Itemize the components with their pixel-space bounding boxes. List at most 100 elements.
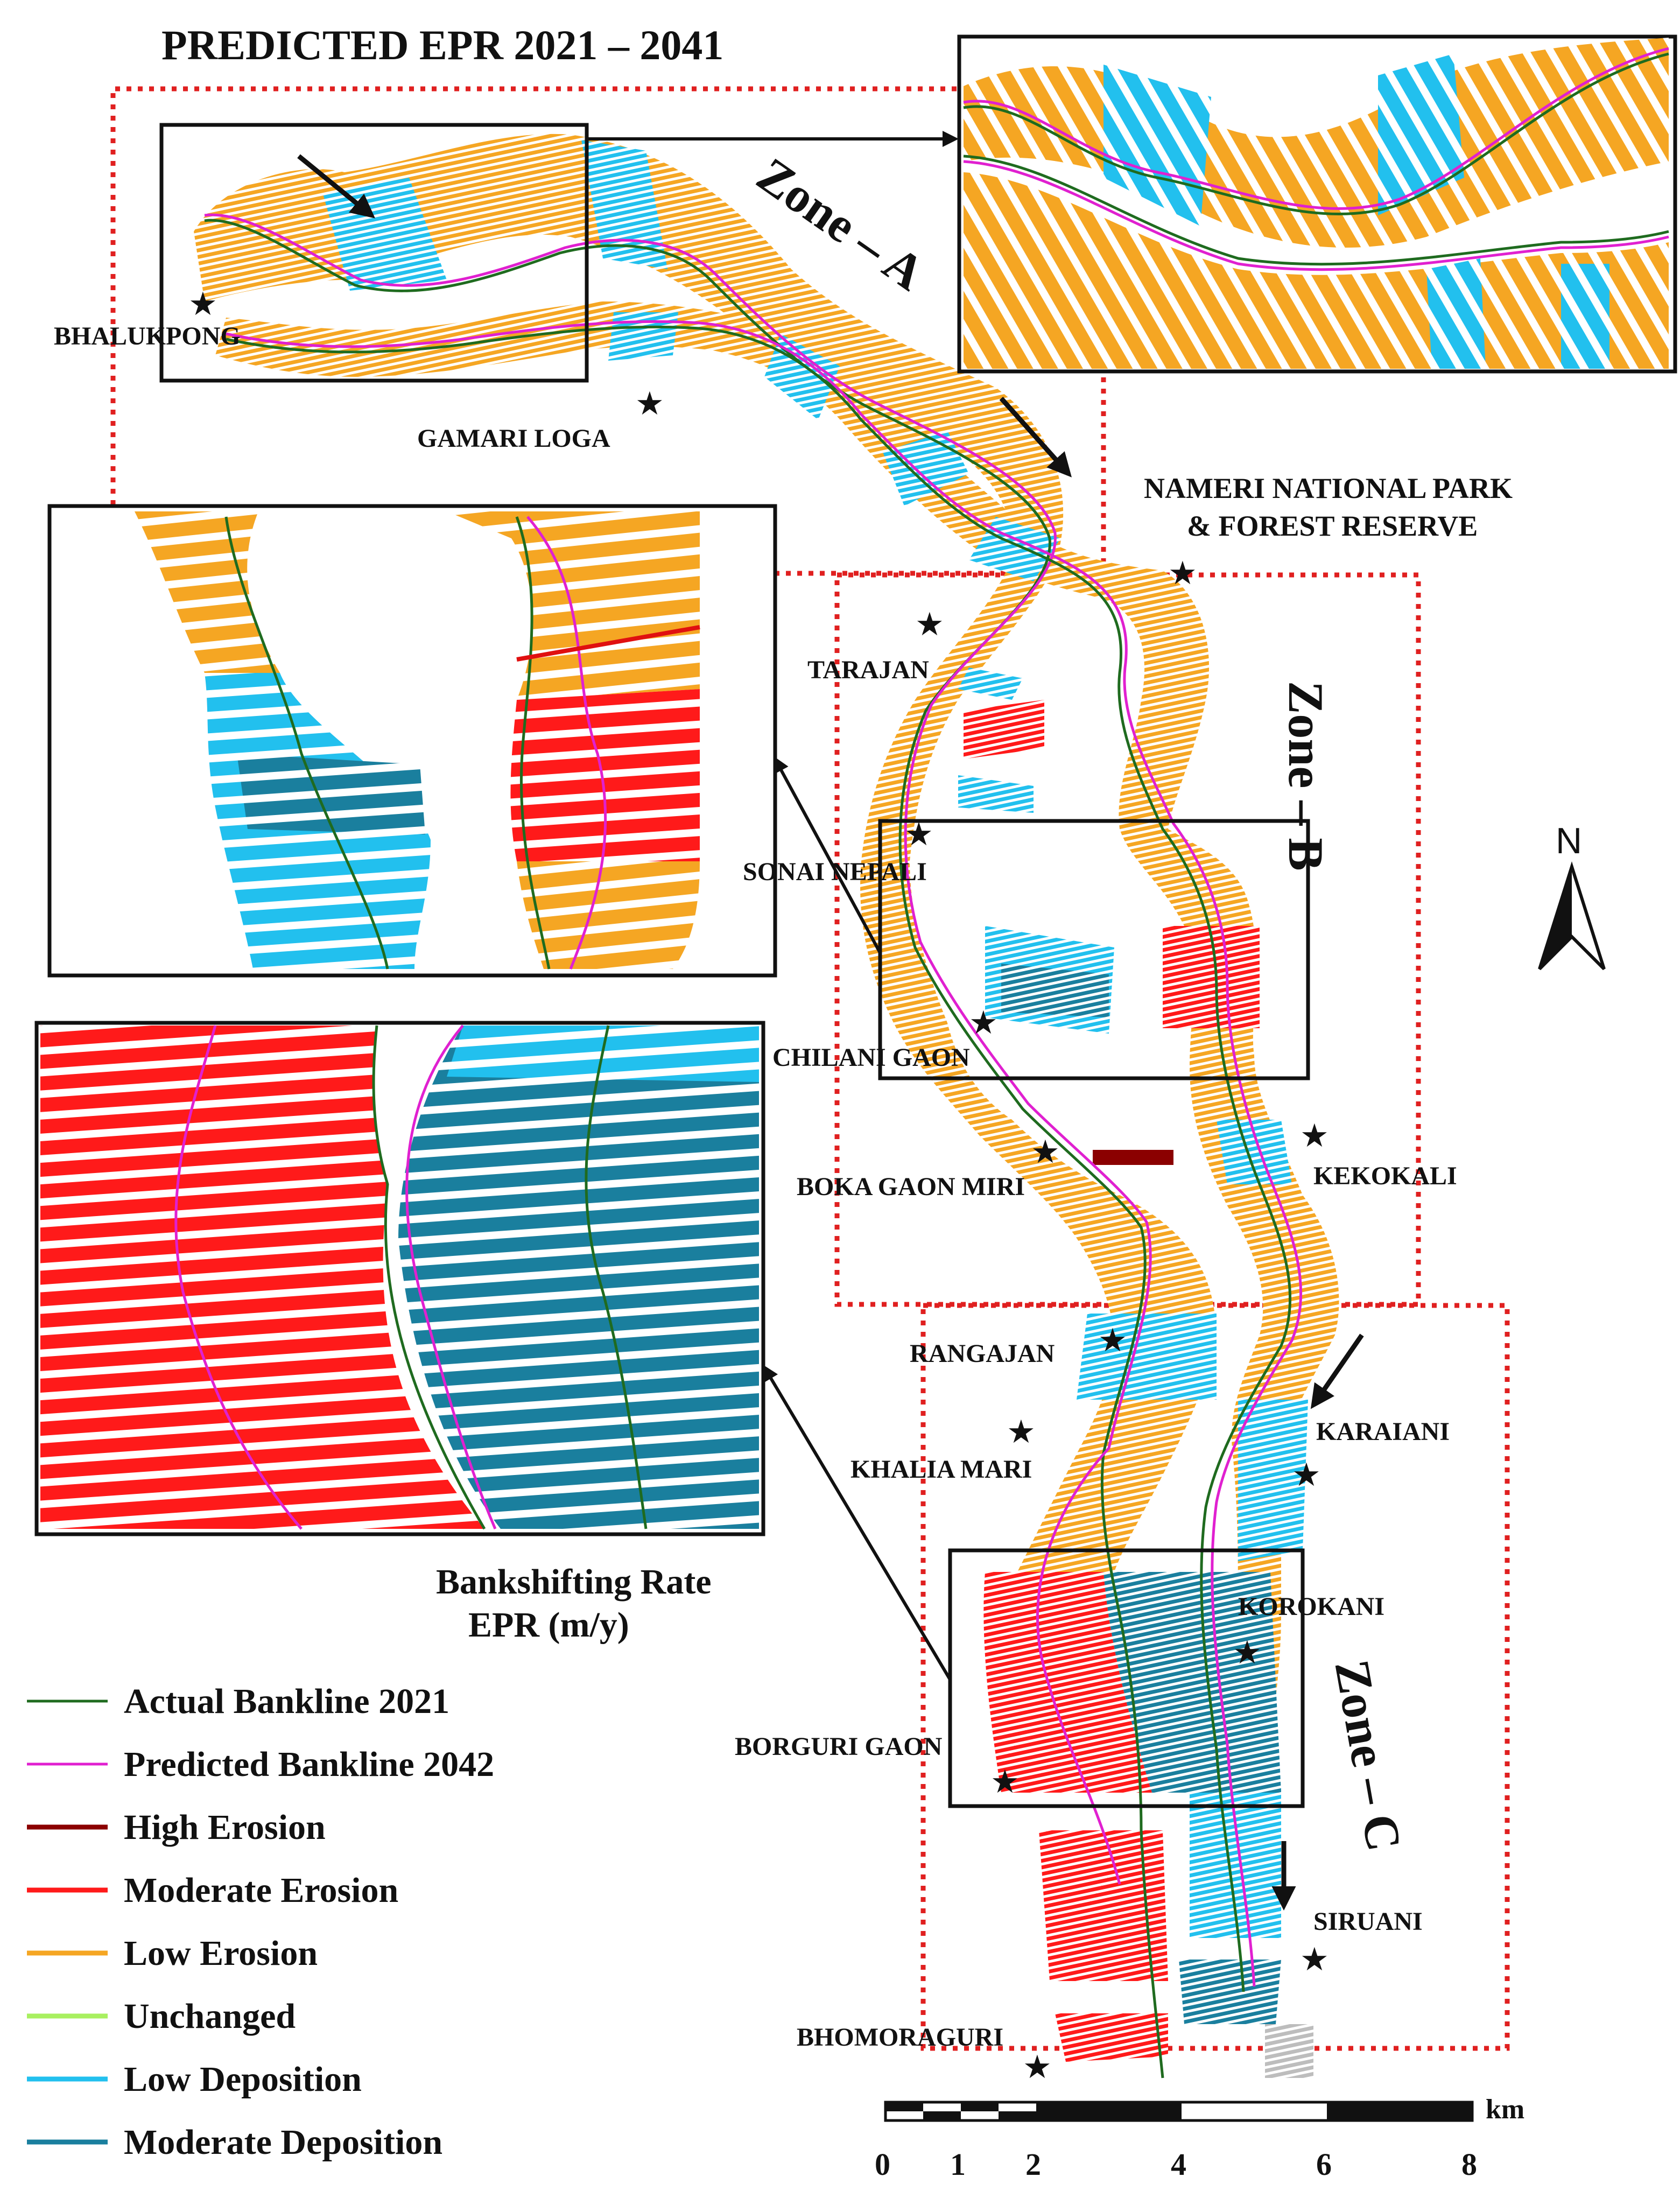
legend-title-line1: Bankshifting Rate (436, 1562, 712, 1602)
legend-label: Low Erosion (124, 1934, 318, 1973)
high-erosion-seg (1093, 1150, 1173, 1165)
callout-line (774, 756, 882, 954)
star-icon: ★ (969, 1005, 998, 1041)
place-label: CHILANI GAON (772, 1043, 970, 1072)
star-icon: ★ (1023, 2049, 1052, 2085)
place-label: BHALUKPONG (54, 322, 241, 350)
dep-seg (764, 334, 840, 420)
legend-label: Moderate Erosion (124, 1871, 398, 1910)
actual-bankline-2021 (204, 219, 1164, 2078)
star-icon: ★ (1292, 1457, 1321, 1493)
legend: Bankshifting Rate EPR (m/y) Actual Bankl… (27, 1562, 712, 2162)
place-label: SIRUANI (1313, 1907, 1423, 1936)
low-deposition-segments (323, 140, 1308, 1938)
callout-lines (587, 131, 959, 1681)
star-icon: ★ (990, 1764, 1020, 1800)
callout-line (762, 1364, 952, 1681)
mod-dep-seg (1179, 1960, 1281, 2024)
zone-c-box (920, 1303, 1510, 2051)
place-label: KOROKANI (1238, 1592, 1384, 1621)
scale-tick: 0 (875, 2147, 890, 2182)
actual-bankline-2021-right (226, 325, 1292, 1992)
legend-label: Low Deposition (124, 2060, 362, 2099)
legend-label: Unchanged (124, 1997, 296, 2036)
scale-tick: 2 (1025, 2147, 1041, 2182)
flow-arrow (999, 397, 1072, 477)
erosion-seg (1163, 926, 1260, 1028)
place-label: BORGURI GAON (735, 1732, 943, 1761)
star-icon: ★ (1098, 1323, 1127, 1358)
left-channel-band (194, 134, 1217, 1623)
scale-tick: 1 (950, 2147, 966, 2182)
zone-b-label: Zone – B (1278, 681, 1333, 871)
star-icon: ★ (1168, 556, 1197, 591)
star-icon: ★ (1031, 1134, 1060, 1170)
callout-box-a (159, 123, 589, 383)
dep-seg (883, 431, 969, 506)
predicted-bankline-2042 (204, 213, 1152, 1885)
place-label: NAMERI NATIONAL PARK (1144, 472, 1513, 504)
dep-seg (608, 312, 678, 361)
scale-tick: 8 (1461, 2147, 1477, 2182)
dep-seg (958, 775, 1034, 813)
place-label: KHALIA MARI (850, 1455, 1032, 1484)
dep-seg (958, 668, 1023, 700)
place-label: GAMARI LOGA (417, 424, 610, 453)
banklines (204, 213, 1303, 2078)
mod-dep-seg (1103, 1572, 1281, 1793)
moderate-deposition-segments (1001, 964, 1281, 2024)
north-label: N (1556, 820, 1582, 861)
place-label: KEKOKALI (1313, 1162, 1457, 1190)
north-arrow: N (1538, 820, 1606, 971)
flow-arrow (1310, 1333, 1364, 1409)
star-icon: ★ (1007, 1414, 1036, 1450)
star-icon: ★ (188, 286, 217, 322)
predicted-bankline-2042-right (226, 320, 1303, 1987)
erosion-seg (1039, 1830, 1168, 1981)
scale-tick: 4 (1171, 2147, 1186, 2182)
star-icon: ★ (904, 817, 933, 852)
place-label: BHOMORAGURI (797, 2023, 1003, 2052)
star-icon: ★ (635, 386, 664, 422)
scale-unit: km (1486, 2094, 1524, 2125)
dep-seg (1217, 1120, 1292, 1184)
place-label: KARAIANI (1316, 1417, 1450, 1446)
zone-c-label: Zone – C (1324, 1656, 1412, 1855)
moderate-erosion-segments (964, 700, 1260, 2062)
legend-label: Actual Bankline 2021 (124, 1682, 449, 1721)
zone-boxes (110, 86, 1510, 2051)
dep-seg (581, 140, 667, 269)
map-title: PREDICTED EPR 2021 – 2041 (161, 22, 723, 68)
unchanged-segments (1265, 2024, 1313, 2078)
place-label: BOKA GAON MIRI (797, 1172, 1025, 1201)
star-icon: ★ (1300, 1118, 1329, 1154)
erosion-seg (964, 700, 1044, 759)
zone-a-box (110, 86, 1106, 576)
star-icon: ★ (915, 607, 944, 642)
dep-seg (1190, 1787, 1281, 1938)
flow-arrow (297, 154, 375, 219)
place-label: RANGAJAN (910, 1339, 1055, 1368)
star-icon: ★ (1233, 1635, 1262, 1670)
erosion-seg (983, 1572, 1152, 1793)
scale-tick: 6 (1316, 2147, 1332, 2182)
inset-zone-c (34, 1021, 765, 1536)
scale-bar: km 0 1 2 4 6 8 (875, 2094, 1524, 2182)
unchanged-seg (1265, 2024, 1313, 2078)
high-erosion-segments (1093, 1150, 1173, 1165)
place-label: TARAJAN (807, 656, 929, 684)
legend-label: Moderate Deposition (124, 2123, 442, 2162)
inset-zone-b (47, 504, 777, 978)
inset-zone-a (957, 34, 1677, 374)
legend-label: High Erosion (124, 1808, 326, 1847)
mod-dep-seg (1001, 964, 1109, 1017)
flow-arrows (297, 154, 1364, 1911)
place-label: & FOREST RESERVE (1187, 510, 1478, 542)
legend-title-line2: EPR (m/y) (468, 1605, 629, 1645)
star-icon: ★ (1300, 1942, 1329, 1977)
erosion-seg (1055, 2013, 1168, 2062)
dep-seg (1077, 1314, 1217, 1400)
place-label: SONAI NEPALI (743, 858, 927, 886)
